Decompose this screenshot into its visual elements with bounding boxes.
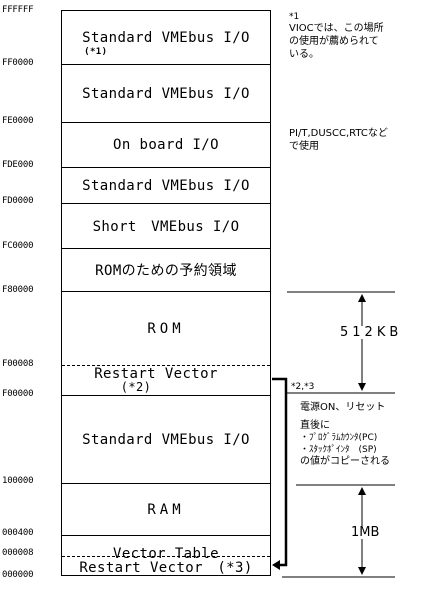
addr-100000: 100000 [2, 476, 34, 486]
divider [62, 203, 270, 204]
divider [62, 122, 270, 123]
region-vme-io-2: Standard VMEbus I/O [82, 85, 250, 102]
region-restart-vector-ram: Restart Vector (*3) [79, 559, 253, 576]
dashed-divider [62, 556, 270, 557]
region-rom-reserved: ROMのための予約領域 [95, 263, 237, 279]
addr-000400: 000400 [2, 528, 34, 538]
addr-fc0000: FC0000 [2, 241, 34, 251]
region-vme-io-4: Standard VMEbus I/O [82, 431, 250, 448]
note-1-line3: いる。 [289, 49, 319, 60]
addr-f80000: F80000 [2, 285, 34, 295]
region-restart-vector-rom: Restart Vector (*2) [62, 366, 270, 395]
note-power-line2: 直後に [300, 420, 330, 431]
note-power-line5: の値がコピーされる [300, 456, 390, 467]
addr-f00008: F00008 [2, 359, 34, 369]
note-mark-2: (*2) [120, 379, 152, 394]
note-power: 電源ON、リセット 直後に ・ﾌﾟﾛｸﾞﾗﾑｶｳﾝﾀ(PC) ・ｽﾀｯｸﾎﾟｲﾝ… [300, 402, 390, 468]
rom-size-label: 512KB [338, 325, 405, 340]
note-power-line4: ・ｽﾀｯｸﾎﾟｲﾝﾀ (SP) [300, 445, 377, 455]
region-rom: ROM [147, 320, 185, 337]
ram-size-label: 1MB [349, 525, 382, 540]
addr-fde000: FDE000 [2, 160, 34, 170]
note-pit-line2: で使用 [289, 141, 319, 152]
region-vme-io-1-label: Standard VMEbus I/O [82, 29, 250, 46]
restart-vector-label: Restart Vector [94, 365, 218, 382]
note-1-line1: VIOCでは、この場所 [289, 23, 384, 34]
addr-000008: 000008 [2, 548, 34, 558]
note-1: *1 VIOCでは、この場所 の使用が薦められて いる。 [289, 12, 384, 61]
note-power-line3: ・ﾌﾟﾛｸﾞﾗﾑｶｳﾝﾀ(PC) [300, 433, 378, 443]
note-pit-line1: PI/T,DUSCC,RTCなど [289, 128, 388, 139]
divider [62, 64, 270, 65]
dashed-divider [62, 365, 270, 366]
region-ram: RAM [147, 501, 185, 518]
memory-map: Standard VMEbus I/O (*1) Standard VMEbus… [61, 10, 271, 576]
note-mark-1: (*1) [84, 46, 108, 57]
note-1-line2: の使用が薦められて [289, 36, 379, 47]
divider [62, 535, 270, 536]
note-pit: PI/T,DUSCC,RTCなど で使用 [289, 127, 388, 153]
divider [62, 248, 270, 249]
divider [62, 395, 270, 396]
region-vme-io-3: Standard VMEbus I/O [82, 177, 250, 194]
addr-ff0000: FF0000 [2, 58, 34, 68]
region-vector-table: Vector Table [113, 546, 219, 562]
divider [62, 483, 270, 484]
note-mark-23: *2,*3 [291, 382, 315, 392]
region-vme-io-1: Standard VMEbus I/O (*1) [62, 11, 270, 64]
region-short-vme-io: Short VMEbus I/O [92, 219, 240, 235]
note-1-mark: *1 [289, 12, 300, 22]
addr-000000: 000000 [2, 570, 34, 580]
note-power-line1: 電源ON、リセット [300, 402, 386, 413]
addr-f00000: F00000 [2, 389, 34, 399]
divider [62, 291, 270, 292]
divider [62, 167, 270, 168]
addr-ffffff: FFFFFF [2, 5, 34, 15]
region-onboard-io: On board I/O [113, 137, 219, 153]
addr-fe0000: FE0000 [2, 116, 34, 126]
addr-fd0000: FD0000 [2, 196, 34, 206]
